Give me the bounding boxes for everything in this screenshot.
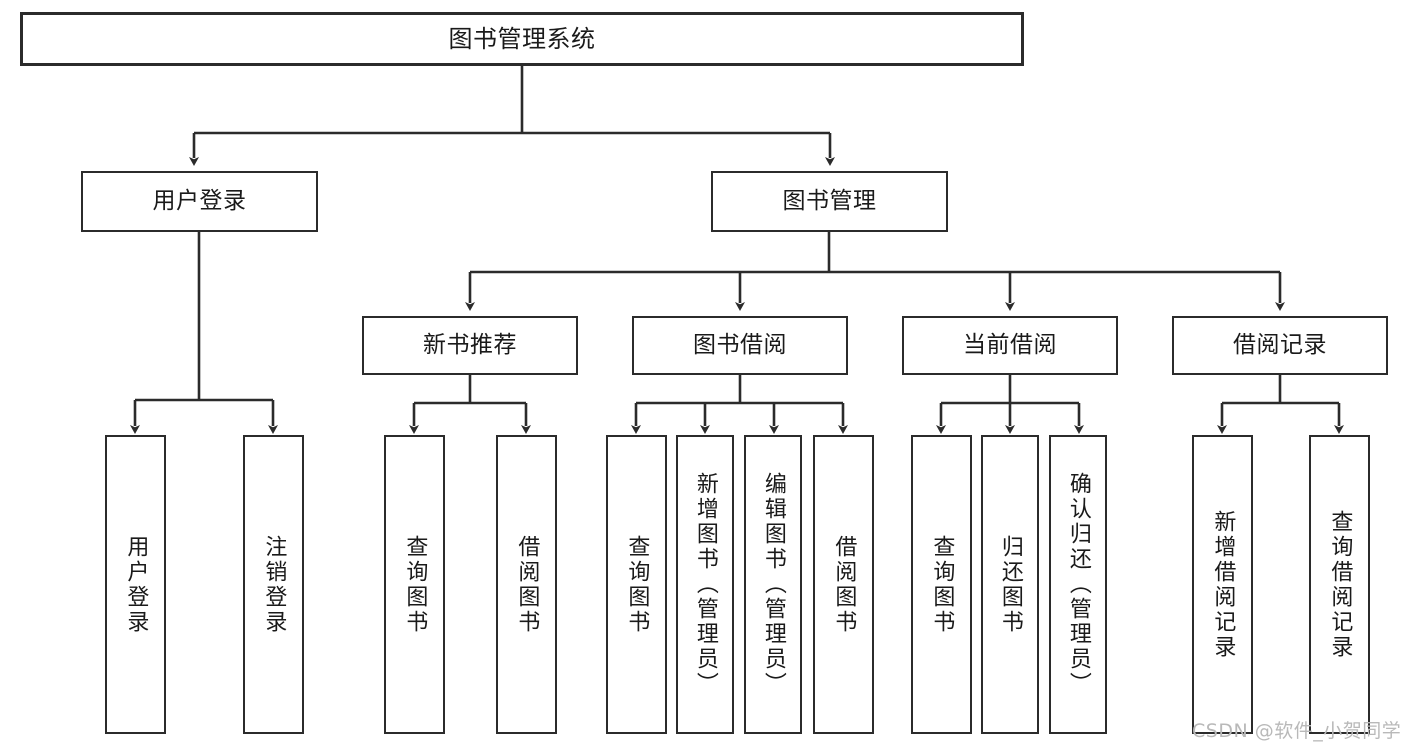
node-new-book-recommend[interactable]: 新书推荐	[362, 316, 578, 375]
node-label: 新增图书（管理员）	[692, 472, 718, 697]
node-leaf-add-borrow-record[interactable]: 新增借阅记录	[1192, 435, 1253, 734]
node-label: 当前借阅	[963, 331, 1057, 358]
node-leaf-borrow-book-2[interactable]: 借阅图书	[813, 435, 874, 734]
node-label: 查询图书	[929, 534, 955, 635]
node-label: 用户登录	[152, 187, 247, 214]
node-label: 图书管理	[782, 187, 877, 214]
node-leaf-query-book-1[interactable]: 查询图书	[384, 435, 445, 734]
node-label: 借阅图书	[514, 534, 540, 635]
node-label: 编辑图书（管理员）	[760, 472, 786, 697]
node-label: 查询图书	[402, 534, 428, 635]
node-label: 图书管理系统	[448, 24, 596, 53]
node-root-book-management-system[interactable]: 图书管理系统	[20, 12, 1024, 66]
node-label: 确认归还（管理员）	[1065, 472, 1091, 697]
node-label: 查询借阅记录	[1327, 509, 1353, 660]
node-leaf-borrow-book-1[interactable]: 借阅图书	[496, 435, 557, 734]
node-current-borrow[interactable]: 当前借阅	[902, 316, 1118, 375]
node-borrow-record[interactable]: 借阅记录	[1172, 316, 1388, 375]
node-label: 图书借阅	[693, 331, 787, 358]
node-label: 注销登录	[261, 534, 287, 635]
node-leaf-add-book-admin[interactable]: 新增图书（管理员）	[676, 435, 734, 734]
node-label: 借阅图书	[831, 534, 857, 635]
node-book-borrow[interactable]: 图书借阅	[632, 316, 848, 375]
node-label: 归还图书	[997, 534, 1023, 635]
node-label: 新增借阅记录	[1210, 509, 1236, 660]
node-book-management[interactable]: 图书管理	[711, 171, 948, 232]
node-leaf-query-borrow-record[interactable]: 查询借阅记录	[1309, 435, 1370, 734]
node-leaf-return-book[interactable]: 归还图书	[981, 435, 1039, 734]
node-label: 用户登录	[123, 534, 149, 635]
node-user-login[interactable]: 用户登录	[81, 171, 318, 232]
node-leaf-edit-book-admin[interactable]: 编辑图书（管理员）	[744, 435, 802, 734]
node-leaf-logout[interactable]: 注销登录	[243, 435, 304, 734]
node-label: 新书推荐	[423, 331, 517, 358]
node-leaf-query-book-2[interactable]: 查询图书	[606, 435, 667, 734]
node-leaf-query-book-3[interactable]: 查询图书	[911, 435, 972, 734]
node-label: 借阅记录	[1233, 331, 1327, 358]
node-label: 查询图书	[624, 534, 650, 635]
csdn-watermark: CSDN @软件_小贺同学	[1192, 720, 1402, 742]
node-leaf-user-login[interactable]: 用户登录	[105, 435, 166, 734]
node-leaf-confirm-return-admin[interactable]: 确认归还（管理员）	[1049, 435, 1107, 734]
